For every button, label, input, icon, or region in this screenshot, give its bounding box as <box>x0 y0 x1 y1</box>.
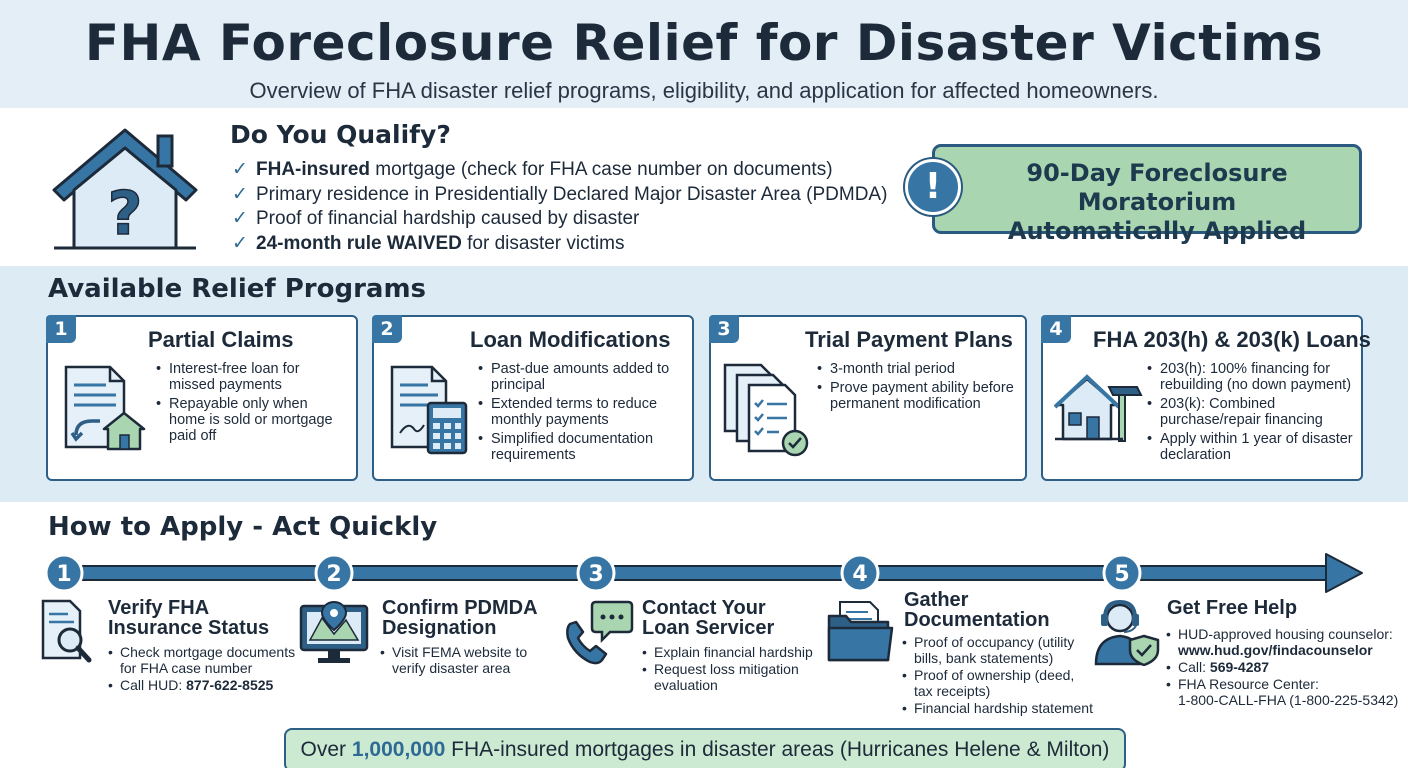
moratorium-callout: 90-Day Foreclosure Moratorium Automatica… <box>932 144 1362 245</box>
step-title: Get Free Help <box>1167 597 1298 619</box>
qualify-item: ✓24-month rule WAIVED for disaster victi… <box>232 232 887 257</box>
check-icon: ✓ <box>232 232 248 254</box>
program-card-loan-modifications: 2 Loan Modifications Past-due amounts ad… <box>372 315 694 481</box>
step-item: HUD-approved housing counselor:www.hud.g… <box>1166 626 1398 658</box>
card-list: 3-month trial period Prove payment abili… <box>817 361 1017 415</box>
card-item: 203(h): 100% financing for rebuilding (n… <box>1147 361 1361 393</box>
card-item: Extended terms to reduce monthly payment… <box>478 396 690 428</box>
programs-heading: Available Relief Programs <box>48 274 427 304</box>
check-icon: ✓ <box>232 159 248 180</box>
step-item: FHA Resource Center:1-800-CALL-FHA (1-80… <box>1166 676 1398 708</box>
program-card-203h-203k-loans: 4 FHA 203(h) & 203(k) Loans 203(h): 100%… <box>1041 315 1371 481</box>
step-title: Gather <box>904 589 969 611</box>
qualify-item: ✓Proof of financial hardship caused by d… <box>232 207 887 232</box>
apply-heading: How to Apply - Act Quickly <box>48 512 438 542</box>
qualify-item: ✓Primary residence in Presidentially Dec… <box>232 183 887 208</box>
page-title: FHA Foreclosure Relief for Disaster Vict… <box>84 14 1324 72</box>
document-calculator-icon <box>390 365 468 455</box>
house-hammer-icon <box>1053 374 1143 442</box>
moratorium-line-2: Automatically Applied <box>1007 217 1307 245</box>
card-item: Repayable only when home is sold or mort… <box>156 396 346 444</box>
step-title: Loan Servicer <box>642 617 775 639</box>
card-number: 2 <box>372 315 402 343</box>
step-title: Confirm PDMDA <box>382 597 538 619</box>
card-item: 3-month trial period <box>817 361 1017 377</box>
disaster-stat-banner: Over 1,000,000 FHA-insured mortgages in … <box>284 728 1126 768</box>
stat-highlight: 1,000,000 <box>351 738 446 761</box>
phone-chat-icon <box>566 600 634 665</box>
svg-text:1: 1 <box>56 562 71 587</box>
svg-text:?: ? <box>108 179 143 249</box>
timeline-arrow: 1 2 3 4 5 <box>44 553 1363 593</box>
step-title: Designation <box>382 617 497 639</box>
step-title: Verify FHA <box>108 597 210 619</box>
svg-text:4: 4 <box>852 562 867 587</box>
card-title: Partial Claims <box>148 327 294 352</box>
card-item: Apply within 1 year of disaster declarat… <box>1147 431 1361 463</box>
qualify-list: ✓FHA-insured mortgage (check for FHA cas… <box>232 158 887 256</box>
check-icon: ✓ <box>232 183 248 205</box>
card-item: Interest-free loan for missed payments <box>156 361 346 393</box>
card-number: 1 <box>46 315 76 343</box>
alert-icon: ! <box>905 159 961 215</box>
card-title: Trial Payment Plans <box>805 327 1013 352</box>
step-item: Financial hardship statement <box>902 700 1093 716</box>
step-title: Insurance Status <box>108 617 270 639</box>
card-list: Interest-free loan for missed payments R… <box>156 361 346 447</box>
check-icon: ✓ <box>232 208 248 229</box>
qualify-section: ? Do You Qualify? ✓FHA-insured mortgage … <box>0 108 1408 266</box>
step-item: Explain financial hardship <box>642 644 813 660</box>
step-list: HUD-approved housing counselor:www.hud.g… <box>1166 626 1398 709</box>
monitor-map-pin-icon <box>299 600 369 663</box>
card-number: 3 <box>709 315 739 343</box>
step-item: Proof of ownership (deed,tax receipts) <box>902 667 1093 699</box>
page-subtitle: Overview of FHA disaster relief programs… <box>249 78 1159 103</box>
svg-text:5: 5 <box>1114 562 1129 587</box>
step-item: Call: 569-4287 <box>1166 659 1398 675</box>
header: FHA Foreclosure Relief for Disaster Vict… <box>0 0 1408 108</box>
step-marker-2: 2 <box>314 553 354 593</box>
card-list: 203(h): 100% financing for rebuilding (n… <box>1147 361 1361 466</box>
step-title: Contact Your <box>642 597 766 619</box>
moratorium-line-1: 90-Day Foreclosure Moratorium <box>1026 159 1288 216</box>
card-title: FHA 203(h) & 203(k) Loans <box>1093 327 1371 352</box>
qualify-heading: Do You Qualify? <box>230 120 451 149</box>
step-marker-3: 3 <box>576 553 616 593</box>
counselor-shield-icon <box>1094 599 1160 666</box>
card-title: Loan Modifications <box>470 327 671 352</box>
step-marker-4: 4 <box>840 553 880 593</box>
svg-text:3: 3 <box>588 562 603 587</box>
document-magnifier-icon <box>41 599 92 663</box>
step-list: Explain financial hardship Request loss … <box>642 644 813 694</box>
step-title: Documentation <box>904 609 1050 631</box>
step-marker-1: 1 <box>44 553 84 593</box>
card-list: Past-due amounts added to principal Exte… <box>478 361 690 466</box>
checklist-documents-icon <box>723 363 809 457</box>
card-item: Past-due amounts added to principal <box>478 361 690 393</box>
step-marker-5: 5 <box>1102 553 1142 593</box>
program-card-trial-payment-plans: 3 Trial Payment Plans 3-month trial peri… <box>709 315 1027 481</box>
card-item: Simplified documentation requirements <box>478 431 690 463</box>
svg-text:2: 2 <box>326 562 341 587</box>
relief-programs-section: Available Relief Programs 1 Partial Clai… <box>0 266 1408 502</box>
card-item: Prove payment ability before permanent m… <box>817 380 1017 412</box>
how-to-apply-section: How to Apply - Act Quickly 1 2 3 4 5 Ver… <box>0 502 1408 768</box>
step-item: Call HUD: 877-622-8525 <box>108 677 295 693</box>
program-card-partial-claims: 1 Partial Claims Interest-free loan for … <box>46 315 358 481</box>
folder-documents-icon <box>827 601 894 662</box>
qualify-item: ✓FHA-insured mortgage (check for FHA cas… <box>232 158 887 183</box>
document-house-icon <box>64 365 146 451</box>
house-question-icon: ? <box>52 128 198 250</box>
card-number: 4 <box>1041 315 1071 343</box>
card-item: 203(k): Combined purchase/repair financi… <box>1147 396 1361 428</box>
